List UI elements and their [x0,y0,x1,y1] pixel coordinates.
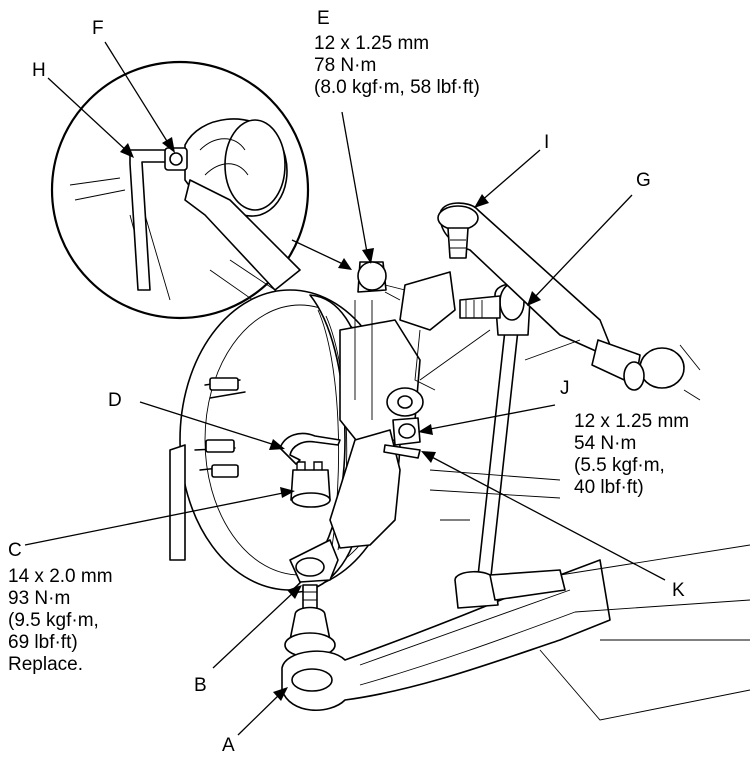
label-B: B [194,675,207,696]
spec-E: 12 x 1.25 mm 78 N·m (8.0 kgf·m, 58 lbf·f… [314,33,480,99]
label-I: I [544,132,550,153]
spec-E-line: 78 N·m [314,55,377,76]
spec-C-line: 14 x 2.0 mm [8,566,113,587]
spec-J-line: 12 x 1.25 mm [574,411,690,432]
label-G: G [636,170,651,191]
lower-arm [281,544,751,721]
cotter-pin [279,432,341,465]
label-K: K [672,580,685,601]
label-C: C [8,540,22,561]
spec-C-line: 93 N·m [8,588,71,609]
detail-inset [50,60,310,320]
castle-nut [290,461,331,508]
label-J: J [560,378,570,399]
upper-bracket [354,261,456,420]
tie-rod [437,202,701,401]
spec-C-line: 69 lbf·ft) [8,632,78,653]
stabilizer-link [454,283,566,609]
spec-E-line: 12 x 1.25 mm [314,33,430,54]
spec-J-line: (5.5 kgf·m, [574,455,665,476]
spec-E-line: (8.0 kgf·m, 58 lbf·ft) [314,77,480,98]
spec-C-line: (9.5 kgf·m, [8,610,99,631]
flange-nut [383,387,424,459]
label-E: E [317,8,330,29]
spec-J-line: 54 N·m [574,433,637,454]
spec-J-line: 40 lbf·ft) [574,477,644,498]
spec-C-line: Replace. [8,654,83,675]
label-F: F [92,18,104,39]
label-A: A [222,735,235,756]
spec-C: 14 x 2.0 mm 93 N·m (9.5 kgf·m, 69 lbf·ft… [8,566,113,676]
label-H: H [32,60,46,81]
spec-J: 12 x 1.25 mm 54 N·m (5.5 kgf·m, 40 lbf·f… [574,411,689,499]
label-D: D [108,390,122,411]
leader-lines [24,41,666,736]
